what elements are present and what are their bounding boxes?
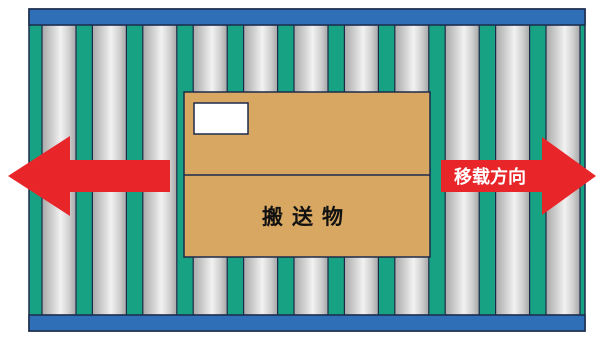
package-label-sticker [193, 102, 249, 135]
bottom-frame-rail [28, 314, 586, 332]
top-frame-rail [28, 8, 586, 26]
right-direction-arrow [441, 137, 596, 215]
package: 搬送物 [183, 91, 431, 258]
direction-label: 移载方向 [454, 166, 526, 188]
left-direction-arrow [8, 136, 170, 216]
package-label: 搬送物 [262, 205, 352, 229]
